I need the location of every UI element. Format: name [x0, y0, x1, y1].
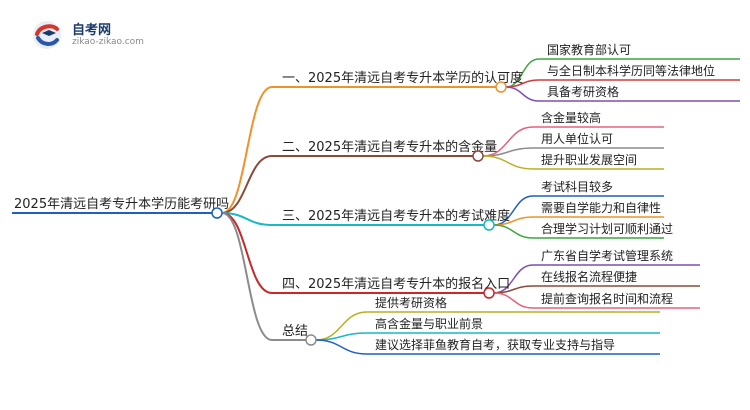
branch-connector	[221, 86, 273, 214]
branch-node-circle[interactable]	[483, 219, 495, 231]
branch-connector	[221, 155, 273, 214]
branch-node-circle[interactable]	[305, 334, 317, 346]
leaf-connector	[493, 292, 534, 309]
branch-connector	[221, 212, 273, 341]
leaf-topic: 在线报名流程便捷	[541, 269, 637, 284]
leaf-connector	[482, 155, 534, 170]
leaf-topic: 合理学习计划可顺利通过	[541, 221, 673, 236]
branch-node-circle[interactable]	[495, 81, 507, 93]
branch-topic: 四、2025年清远自考专升本的报名入口	[282, 276, 510, 292]
leaf-connector	[505, 86, 540, 102]
branch-topic: 二、2025年清远自考专升本的含金量	[282, 139, 497, 155]
root-node-circle[interactable]	[211, 207, 223, 219]
leaf-topic: 国家教育部认可	[547, 42, 631, 57]
leaf-topic: 建议选择菲鱼教育自考，获取专业支持与指导	[375, 337, 615, 352]
leaf-topic: 提升职业发展空间	[541, 152, 637, 167]
branch-topic: 一、2025年清远自考专升本学历的认可度	[282, 70, 523, 86]
branch-node-circle[interactable]	[483, 287, 495, 299]
branch-topic: 三、2025年清远自考专升本的考试难度	[282, 208, 510, 224]
branch-node-circle[interactable]	[472, 150, 484, 162]
leaf-topic: 与全日制本科学历同等法律地位	[547, 63, 715, 78]
leaf-topic: 考试科目较多	[541, 179, 613, 194]
leaf-topic: 提前查询报名时间和流程	[541, 291, 673, 306]
leaf-connector	[493, 224, 534, 239]
leaf-topic: 具备考研资格	[547, 84, 619, 99]
leaf-topic: 广东省自学考试管理系统	[541, 248, 673, 263]
site-logo[interactable]: 自考网 zikao-zikao.com	[30, 18, 190, 52]
logo-title: 自考网	[72, 23, 112, 38]
leaf-topic: 高含金量与职业前景	[375, 316, 483, 331]
leaf-topic: 需要自学能力和自律性	[541, 200, 661, 215]
branch-topic: 总结	[282, 324, 308, 339]
leaf-topic: 提供考研资格	[375, 295, 447, 310]
logo-url: zikao-zikao.com	[72, 37, 144, 47]
leaf-topic: 含金量较高	[541, 110, 601, 125]
graduation-cap-icon	[33, 21, 61, 49]
root-topic: 2025年清远自考专升本学历能考研吗	[14, 196, 229, 212]
leaf-connector	[315, 332, 368, 341]
mindmap-edges	[12, 58, 740, 355]
leaf-connector	[315, 339, 368, 355]
leaf-topic: 用人单位认可	[541, 131, 613, 146]
mindmap-nodes: 2025年清远自考专升本学历能考研吗 一、2025年清远自考专升本学历的认可度 国家…	[14, 42, 715, 352]
branch-connector	[221, 212, 273, 226]
